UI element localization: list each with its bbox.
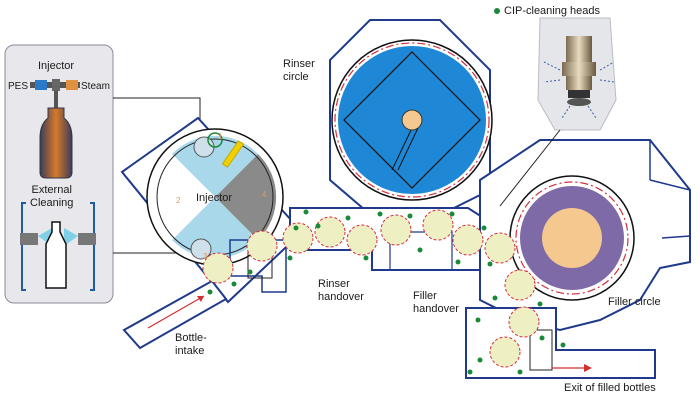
rinser-handover-label: Rinser handover	[318, 278, 364, 303]
steam-nozzle-icon	[30, 79, 80, 109]
cip-heads-label: CIP-cleaning heads	[504, 5, 601, 17]
cip-legend-dot	[494, 8, 500, 14]
injector-position-3: 3	[203, 252, 208, 261]
bottle	[422, 209, 454, 241]
bottle	[380, 214, 412, 246]
cip-nozzle-icon	[543, 36, 615, 119]
injector-panel-title: Injector	[38, 60, 75, 72]
cip-inset	[494, 8, 617, 207]
external-cleaning-bottle-icon	[20, 202, 96, 291]
exit-label: Exit of filled bottles	[564, 382, 656, 394]
bottle	[484, 232, 516, 264]
injector-station	[120, 116, 304, 350]
pes-label: PES	[8, 81, 29, 92]
bottle-icon	[39, 107, 73, 179]
bottle	[314, 216, 346, 248]
bottle	[202, 252, 234, 284]
injector-position-1: 1	[218, 132, 223, 141]
bottle-intake-label: Bottle- intake	[175, 332, 207, 357]
bottle	[504, 269, 536, 301]
filler-handover-label: Filler handover	[413, 290, 459, 315]
rinser-circle	[329, 19, 493, 211]
bottle	[346, 224, 378, 256]
filler-circle-label: Filler circle	[608, 296, 661, 308]
injector-wheel-label: Injector	[196, 192, 233, 204]
bottles	[202, 209, 540, 368]
rinser-circle-label: Rinser circle	[283, 58, 315, 83]
bottle	[282, 222, 314, 254]
bottle	[452, 224, 484, 256]
injector-position-2: 2	[176, 196, 181, 205]
injector-panel	[4, 44, 114, 304]
injector-position-4: 4	[262, 190, 267, 199]
bottle	[246, 230, 278, 262]
cip-heads	[207, 209, 566, 375]
bottle	[489, 336, 521, 368]
steam-label: Steam	[81, 81, 110, 92]
external-cleaning-label: External Cleaning	[30, 184, 74, 209]
bottle	[508, 306, 540, 338]
